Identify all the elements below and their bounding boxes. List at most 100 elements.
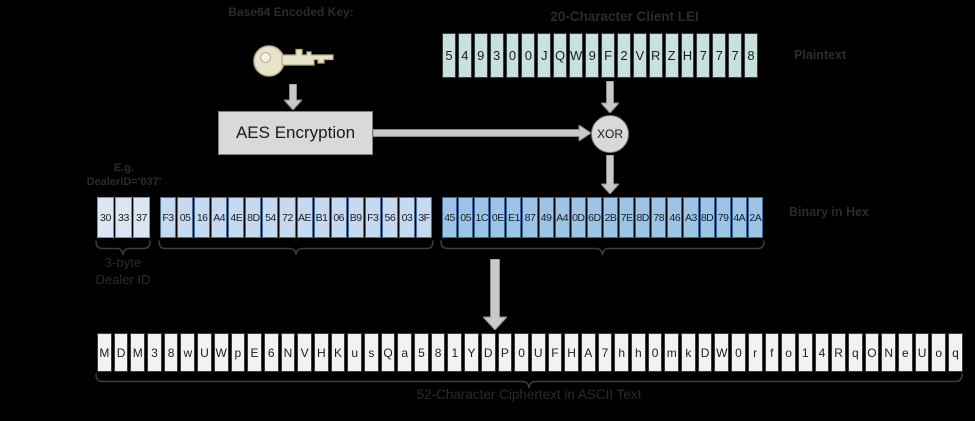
cell: 4: [814, 333, 830, 372]
cell: A4: [211, 197, 228, 238]
cell: H: [680, 33, 695, 78]
cell: M: [97, 333, 112, 372]
cell: U: [914, 333, 930, 372]
cell: 37: [133, 197, 150, 238]
cell: 8D: [635, 197, 651, 238]
cell: F: [601, 33, 616, 78]
cell: E1: [506, 197, 522, 238]
cell: a: [397, 333, 413, 372]
xor-output-brace: [440, 240, 765, 256]
dealer-id-brace-line1: 3-byte: [104, 255, 142, 270]
cell: U: [530, 333, 546, 372]
cell: 0D: [570, 197, 586, 238]
arrow-aes-to-xor: [373, 125, 591, 141]
cell: 3F: [415, 197, 432, 238]
aes-output-brace: [158, 240, 434, 256]
cell: 8: [744, 33, 758, 78]
cell: 87: [522, 197, 538, 238]
cell: AE: [296, 197, 313, 238]
cell: 72: [279, 197, 296, 238]
cell: H: [564, 333, 579, 372]
cell: 56: [381, 197, 398, 238]
cell: 9: [585, 33, 600, 78]
dealer-example-line1: E.g.: [113, 162, 135, 174]
cell: 5: [442, 33, 456, 78]
cell: 3: [147, 333, 162, 372]
cell: R: [648, 33, 663, 78]
cell: 7: [712, 33, 727, 78]
cell: 2A: [747, 197, 763, 238]
cell: 7: [728, 33, 743, 78]
arrow-hex-to-ciphertext: [483, 259, 507, 330]
cell: 5: [414, 333, 429, 372]
cell: 8: [163, 333, 179, 372]
dealer-id-brace-label: 3-byte Dealer ID: [63, 254, 183, 288]
cell: 78: [651, 197, 667, 238]
cell: A4: [554, 197, 570, 238]
ciphertext-caption: 52-Character Ciphertext in ASCII Text: [416, 387, 642, 402]
cell: 1: [447, 333, 463, 372]
cell: R: [831, 333, 846, 372]
cell: 05: [458, 197, 474, 238]
cell: Z: [664, 33, 679, 78]
aes-encryption-box: AES Encryption: [218, 111, 373, 155]
cell: Q: [380, 333, 396, 372]
cell: 45: [442, 197, 458, 238]
cell: q: [948, 333, 963, 372]
cell: 3: [489, 33, 504, 78]
key-icon: [253, 45, 334, 77]
cell: Y: [464, 333, 479, 372]
cell: 1: [797, 333, 813, 372]
dealer-example-label: E.g. DealerID='037': [63, 161, 185, 189]
cell: o: [931, 333, 947, 372]
plaintext-label: Plaintext: [794, 48, 847, 62]
cell: 7: [597, 333, 613, 372]
dealer-id-brace: [95, 240, 151, 256]
cell: D: [697, 333, 713, 372]
cell: 4E: [228, 197, 245, 238]
cell: A3: [683, 197, 699, 238]
arrow-key-to-aes: [284, 84, 302, 110]
cell: u: [347, 333, 362, 372]
binary-in-hex-label: Binary in Hex: [789, 205, 869, 219]
cell: 6D: [586, 197, 602, 238]
cell: H: [313, 333, 329, 372]
xor-node: XOR: [591, 115, 629, 153]
cell: 03: [398, 197, 415, 238]
cell: p: [230, 333, 246, 372]
cell: U: [197, 333, 212, 372]
cell: 0E: [490, 197, 506, 238]
cell: s: [364, 333, 379, 372]
cell: F: [547, 333, 563, 372]
arrow-xor-to-hex: [601, 155, 619, 194]
cell: W: [213, 333, 229, 372]
cell: D: [113, 333, 129, 372]
cell: 9: [473, 33, 488, 78]
cell: K: [330, 333, 346, 372]
cell: 0: [521, 33, 536, 78]
cell: 54: [262, 197, 279, 238]
cell: 16: [194, 197, 211, 238]
cell: V: [632, 33, 647, 78]
cell: 7: [696, 33, 711, 78]
cell: O: [864, 333, 880, 372]
cell: 79: [715, 197, 731, 238]
cell: m: [664, 333, 680, 372]
cell: B9: [347, 197, 364, 238]
cell: B1: [313, 197, 330, 238]
cell: 06: [330, 197, 347, 238]
cell: 30: [97, 197, 114, 238]
cell: 0: [514, 333, 529, 372]
cell: 4A: [731, 197, 747, 238]
cell: 4: [457, 33, 472, 78]
cell: 0: [647, 333, 663, 372]
cell: N: [881, 333, 896, 372]
dealer-example-line2: DealerID='037': [86, 176, 162, 188]
cell: f: [764, 333, 780, 372]
cell: 2B: [602, 197, 619, 238]
